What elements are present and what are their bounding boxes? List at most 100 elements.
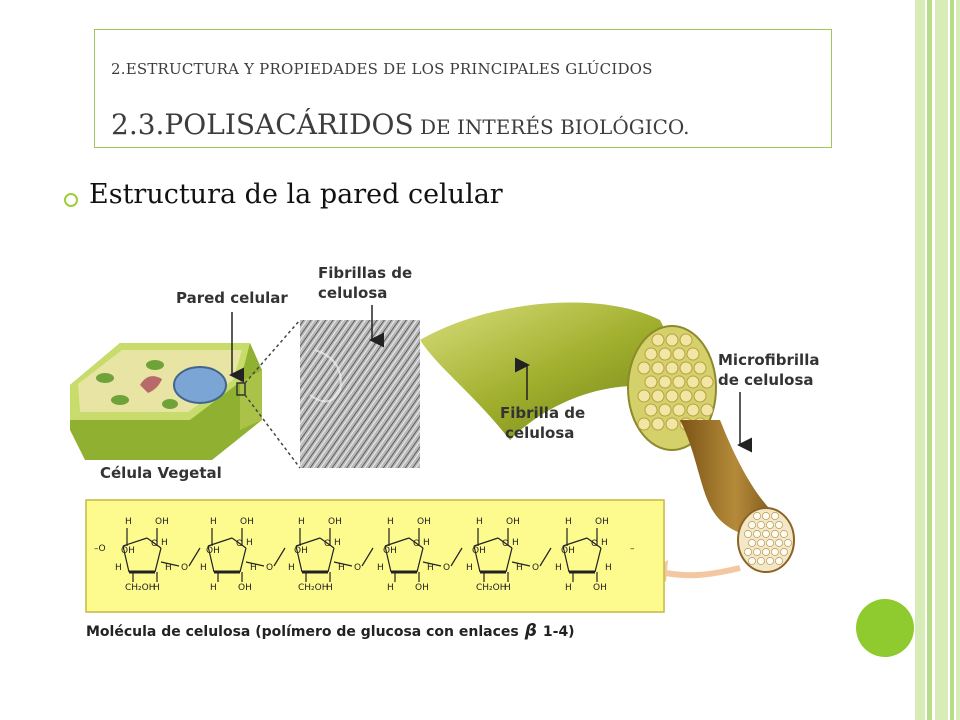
chem-label: OH [506, 517, 520, 527]
chem-label: OH [240, 517, 254, 527]
microfibril-dot [744, 530, 752, 538]
chem-label: H [338, 563, 345, 573]
chem-label: H [565, 583, 572, 593]
microfibril-dot [766, 521, 774, 529]
right-border-stripes [915, 0, 960, 720]
title-box: 2.ESTRUCTURA Y PROPIEDADES DE LOS PRINCI… [94, 29, 832, 148]
chem-label: H [334, 538, 341, 548]
fibril-dot [658, 347, 672, 361]
fibril-dot [651, 389, 665, 403]
bond-line [586, 537, 602, 549]
plant-cell [70, 343, 262, 460]
chem-label: H [165, 563, 172, 573]
chem-label: – [630, 544, 635, 554]
bond-line [539, 547, 552, 567]
fibril-dot [658, 375, 672, 389]
bullet-circle-icon [64, 193, 78, 207]
chem-label: O [236, 539, 243, 549]
fibril-dot [679, 361, 693, 375]
heading-big-main: 2.3.POLISACÁRIDOS [111, 108, 414, 141]
chem-label: H [298, 517, 305, 527]
microfibril-dot [753, 530, 761, 538]
chem-label: H [115, 563, 122, 573]
caption-text: Molécula de celulosa (polímero de glucos… [86, 624, 519, 640]
bullet-text: Estructura de la pared celular [89, 179, 503, 210]
bond-line [562, 545, 570, 573]
chem-label: H [427, 563, 434, 573]
bond-line [473, 545, 481, 573]
fibril-dot [637, 389, 651, 403]
chem-label: H [516, 563, 523, 573]
label-fibrilla-1: Fibrilla de [500, 404, 585, 422]
bond-line [319, 537, 335, 549]
chem-label: H [512, 538, 519, 548]
bond-line [231, 537, 247, 549]
molecule-pointer-arrow [659, 565, 741, 579]
fibril-dot [665, 417, 679, 431]
microfibril-dot [766, 557, 774, 565]
caption-bond: 1-4) [543, 624, 575, 640]
chem-label: OH [328, 517, 342, 527]
chem-label: H [377, 563, 384, 573]
chem-label: OH [417, 517, 431, 527]
chem-label: H [423, 538, 430, 548]
fibril-dot [686, 347, 700, 361]
chem-label: OH [121, 546, 135, 556]
chem-label: CH₂OH [298, 583, 329, 593]
chem-label: O [532, 563, 539, 573]
bond-line [422, 561, 442, 567]
heading-big: 2.3.POLISACÁRIDOS DE INTERÉS BIOLÓGICO. [111, 108, 690, 144]
chem-label: O [181, 563, 188, 573]
label-microfibrilla-1: Microfibrilla [718, 351, 819, 369]
chem-label: H [153, 583, 160, 593]
label-pared-celular: Pared celular [176, 289, 288, 307]
chem-label: CH₂OH [476, 583, 507, 593]
fibril-dot [693, 361, 707, 375]
chem-label: H [288, 563, 295, 573]
fibril-dot [672, 375, 686, 389]
microfibril-dot [775, 557, 783, 565]
chem-label: O [591, 539, 598, 549]
bond-line [122, 545, 130, 573]
fibril-dot [651, 361, 665, 375]
chem-label: H [210, 583, 217, 593]
microfibril-dot [775, 521, 783, 529]
microfibril-dots [744, 512, 792, 565]
microfibril-dot [771, 530, 779, 538]
fibril-dot [679, 333, 693, 347]
bond-line [333, 561, 353, 567]
bond-line [239, 547, 247, 573]
chem-label: –O [94, 544, 106, 554]
label-fibrilla-2: celulosa [505, 424, 574, 442]
molecule-box [85, 499, 665, 613]
bond-line [384, 545, 392, 573]
bond-line [505, 547, 513, 573]
chem-label: O [324, 539, 331, 549]
heading-big-tail: DE INTERÉS BIOLÓGICO. [413, 115, 690, 139]
bond-line [450, 547, 463, 567]
fibril-dot [679, 389, 693, 403]
microfibril-dot [780, 530, 788, 538]
bond-line [273, 547, 286, 567]
chem-label: H [601, 538, 608, 548]
chem-label: H [200, 563, 207, 573]
decorative-green-dot [856, 599, 914, 657]
label-fibrillas-2: celulosa [318, 284, 387, 302]
microfibril-dot [762, 512, 770, 520]
fibril-dot [644, 403, 658, 417]
chem-label: H [387, 517, 394, 527]
fibril-dot [672, 347, 686, 361]
microfibril-dot [757, 521, 765, 529]
chem-label: H [387, 583, 394, 593]
fibril-dot [686, 375, 700, 389]
microfibril-dot [771, 512, 779, 520]
microfibril-dot [757, 539, 765, 547]
fibril-dot [665, 389, 679, 403]
fibril-dot [693, 389, 707, 403]
chem-label: H [210, 517, 217, 527]
heading-line-1: 2.ESTRUCTURA Y PROPIEDADES DE LOS PRINCI… [111, 60, 653, 78]
chem-label: OH [595, 517, 609, 527]
chem-label: O [151, 539, 158, 549]
microfibril-dot [771, 548, 779, 556]
